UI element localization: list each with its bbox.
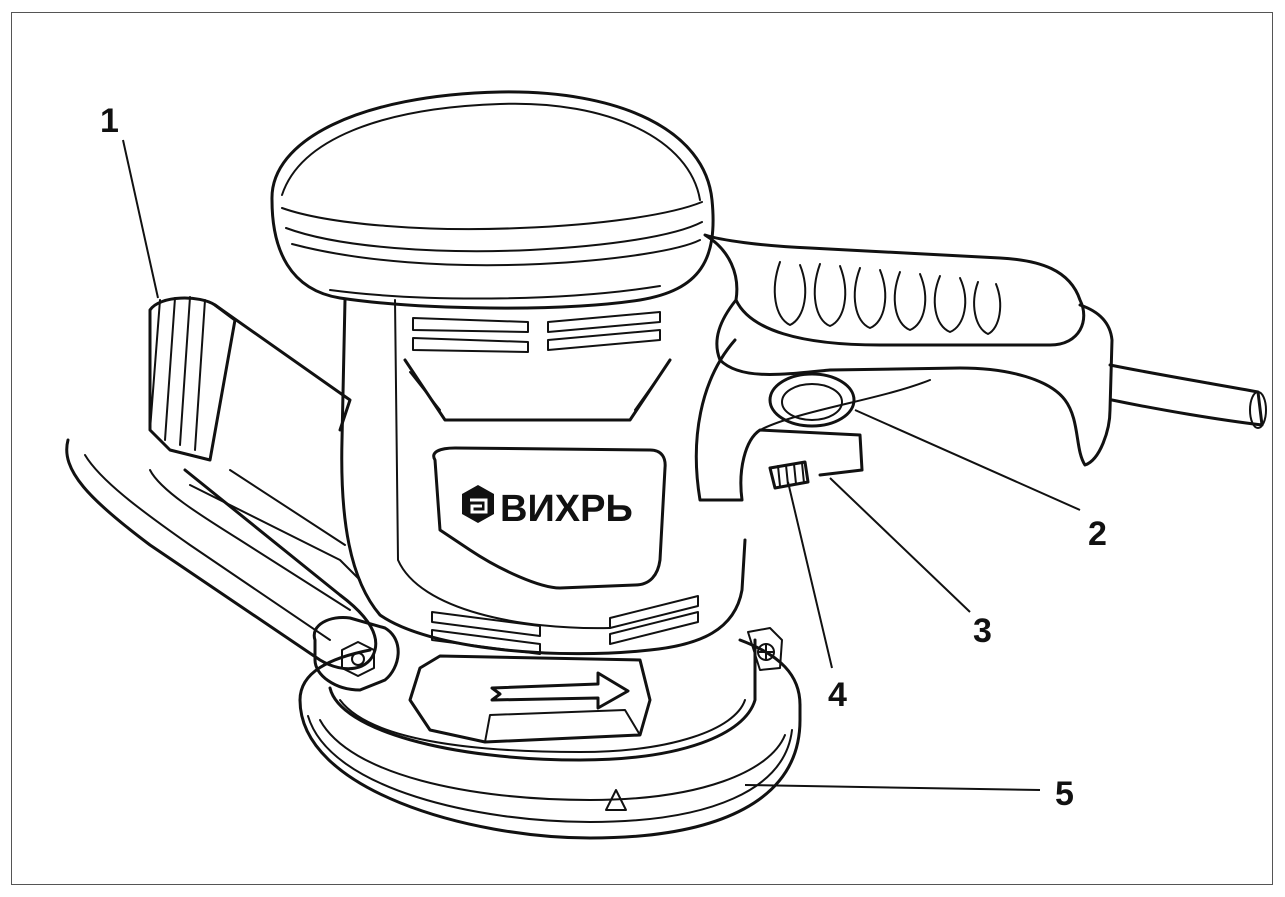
rear-handle <box>694 233 1267 502</box>
power-switch-button <box>768 372 856 428</box>
palm-cap <box>270 90 715 310</box>
callout-2: 2 <box>1088 515 1107 553</box>
alignment-triangle-icon <box>605 789 627 811</box>
callout-5: 5 <box>1055 775 1074 813</box>
callout-4: 4 <box>828 676 847 714</box>
hex-logo-icon <box>462 485 494 523</box>
nut-icon <box>341 641 375 677</box>
brand-logo: ВИХРЬ <box>462 485 633 530</box>
callout-3: 3 <box>973 612 992 650</box>
base-collar <box>328 627 783 762</box>
rotation-arrow-icon <box>490 671 630 710</box>
callout-1: 1 <box>100 102 119 140</box>
side-handle <box>65 296 400 692</box>
side-handle-knob <box>312 615 400 692</box>
brand-name: ВИХРЬ <box>500 488 633 530</box>
motor-housing <box>340 298 747 656</box>
callout-leaders <box>122 139 1081 791</box>
figure-frame <box>11 12 1273 885</box>
